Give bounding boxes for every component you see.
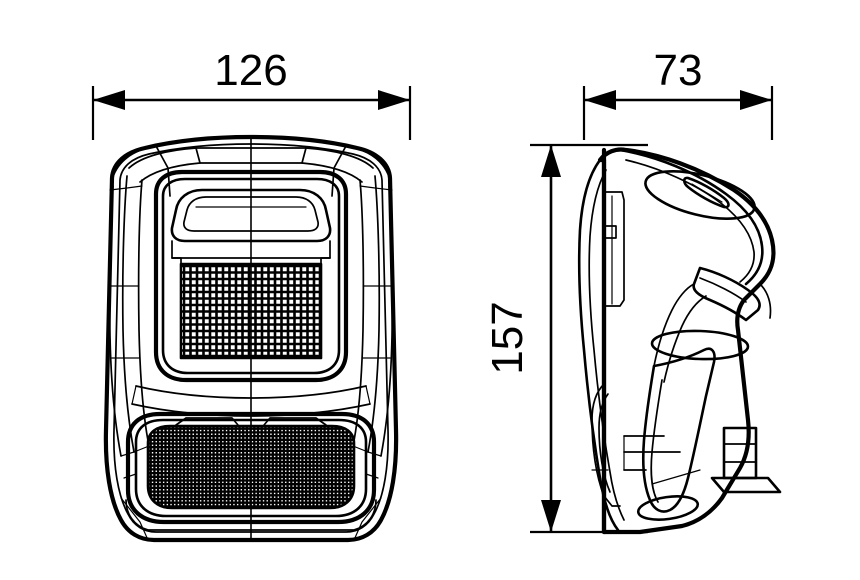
side-upper-ellipse xyxy=(644,170,756,220)
front-right-lower-crease xyxy=(352,445,382,457)
lower-grille-bezel xyxy=(125,411,377,525)
height-arrow-top xyxy=(541,145,561,177)
side-rear-cap-lower xyxy=(591,383,621,507)
front-shoulder-crease-left xyxy=(195,147,201,164)
front-skirt-corner-left xyxy=(120,497,149,541)
width-arrow-right xyxy=(378,90,410,110)
height-dimension: 157 xyxy=(483,143,648,534)
depth-arrow-left xyxy=(584,90,616,110)
front-top-crown-left xyxy=(110,135,253,180)
side-top-visor xyxy=(618,148,764,286)
side-mid-shelf-inner xyxy=(699,277,747,303)
side-upper-slot xyxy=(682,176,730,209)
side-mid-shelf-riser-2 xyxy=(663,295,707,383)
upper-grille-louver-outer xyxy=(170,188,332,243)
height-arrow-bottom xyxy=(541,500,561,532)
upper-grille-louver-inner xyxy=(183,196,319,232)
depth-dimension-label: 73 xyxy=(654,46,703,95)
side-rear-cap-upper xyxy=(603,191,625,307)
front-left-flank-tick-top xyxy=(109,185,143,191)
side-foot-ellipse xyxy=(636,495,700,521)
height-dimension-label: 157 xyxy=(483,301,532,374)
front-shoulder-notch-left xyxy=(155,145,171,197)
front-left-lower-crease xyxy=(120,445,150,457)
side-outer-profile xyxy=(597,147,776,535)
front-left-flank-crease xyxy=(108,185,122,457)
upper-grille-bezel-inner xyxy=(161,177,341,375)
depth-arrow-right xyxy=(740,90,772,110)
side-lower-vane-inner xyxy=(650,379,663,503)
front-mid-band-right-end xyxy=(365,385,371,405)
side-lower-vane xyxy=(641,347,716,513)
front-mid-band-left-end xyxy=(131,385,137,405)
upper-grille-mesh-frame xyxy=(179,262,323,360)
front-left-flank-outer xyxy=(121,175,135,453)
lower-grille-bezel-inner xyxy=(134,418,368,518)
lower-grille-mesh-border xyxy=(146,424,356,510)
lower-grille-notch-left xyxy=(175,417,239,426)
side-upper-slot-line xyxy=(691,183,723,203)
front-shoulder-notch-right xyxy=(331,145,347,197)
side-bracket-foot-edge xyxy=(711,477,725,493)
front-right-flank-crease xyxy=(380,185,394,457)
depth-dimension: 73 xyxy=(582,46,774,140)
front-shoulder-crease-right xyxy=(301,147,307,164)
width-dimension-label: 126 xyxy=(214,46,287,95)
side-lower-vane-edge xyxy=(651,469,701,485)
front-left-flank-inner xyxy=(137,179,150,447)
front-right-lower-tick xyxy=(365,473,379,479)
side-view xyxy=(577,147,782,535)
front-view xyxy=(103,134,399,543)
lower-grille-notch-right xyxy=(263,417,327,426)
width-dimension: 126 xyxy=(91,46,412,140)
side-rear-cap-lower-inner xyxy=(598,393,611,493)
side-rear-bulge-inner xyxy=(588,169,625,521)
side-mid-shelf-upper xyxy=(692,266,761,322)
front-skirt-corner-right xyxy=(353,497,382,541)
side-upper-notch xyxy=(603,225,617,239)
width-arrow-left xyxy=(93,90,125,110)
front-right-flank-outer xyxy=(367,175,381,453)
front-left-lower-tick xyxy=(123,473,137,479)
side-lower-ellipse xyxy=(650,329,750,361)
side-front-trailing-edge xyxy=(759,283,772,319)
front-top-crown-right xyxy=(249,135,392,180)
upper-grille-bezel xyxy=(153,169,349,383)
front-right-flank-tick-top xyxy=(359,185,393,191)
front-right-flank-inner xyxy=(352,179,365,447)
side-mid-shelf-riser xyxy=(653,283,695,367)
side-rear-bulge xyxy=(577,158,620,532)
